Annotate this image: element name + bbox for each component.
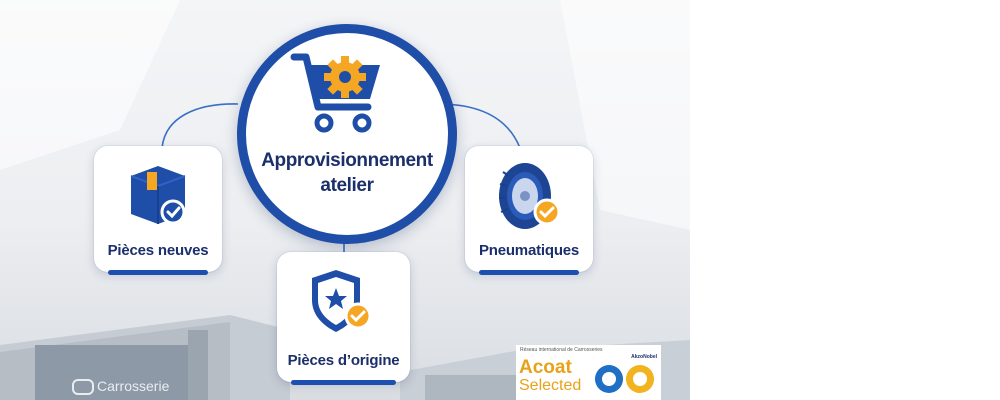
card-tires-label: Pneumatiques	[478, 242, 580, 259]
partner-network-line: Réseau international de Carrosseries	[520, 347, 603, 353]
partner-brand-small: AkzoNobel	[631, 354, 657, 360]
tire-check-icon	[499, 163, 561, 229]
building-background	[0, 315, 690, 400]
shield-star-check-icon	[312, 270, 372, 332]
card-original-parts-label: Pièces d’origine	[287, 352, 400, 369]
hub-title-line1: Approvisionnement	[261, 150, 433, 171]
partner-brand-line2: Selected	[519, 377, 582, 394]
hub-title-line2: atelier	[320, 175, 374, 196]
card-tires: Pneumatiques	[465, 146, 593, 275]
partner-rings-icon	[595, 365, 654, 393]
shopping-cart-gear-icon	[290, 53, 380, 133]
box-check-icon	[130, 166, 186, 225]
card-new-parts: Pièces neuves	[94, 146, 222, 275]
hub-circle: Approvisionnement atelier	[237, 24, 457, 244]
card-original-parts: Pièces d’origine	[277, 252, 410, 385]
partner-logo: Réseau international de Carrosseries Akz…	[516, 345, 661, 400]
infographic-scene: Carrosserie Approvisionnement	[0, 0, 690, 400]
card-new-parts-label: Pièces neuves	[107, 242, 209, 259]
building-sign: Carrosserie	[72, 378, 169, 396]
partner-brand-line1: Acoat	[519, 357, 572, 378]
